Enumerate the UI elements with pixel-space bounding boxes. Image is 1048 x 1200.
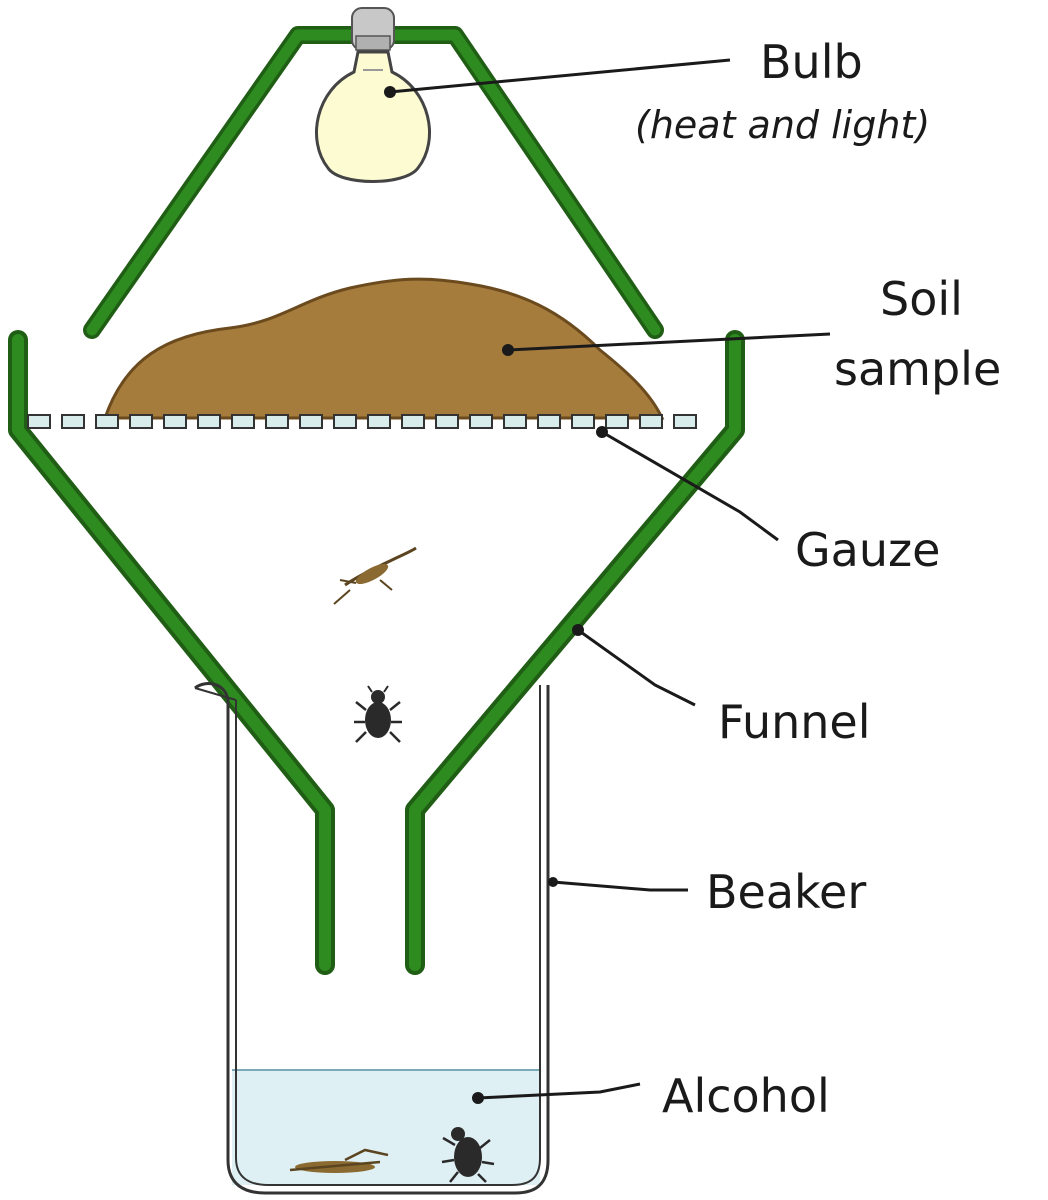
- beaker-label: Beaker: [706, 865, 866, 919]
- gauze-segment: [27, 414, 51, 429]
- gauze-segment: [401, 414, 425, 429]
- funnel-leader: [577, 628, 696, 707]
- gauze-segment: [435, 414, 459, 429]
- gauze-segment: [197, 414, 221, 429]
- gauze-segment: [61, 414, 85, 429]
- larva-icon: [333, 546, 417, 605]
- beaker-leader-dot: [548, 877, 558, 887]
- beetle-in-alcohol-icon: [441, 1127, 495, 1183]
- larva-in-alcohol-icon: [289, 1148, 389, 1173]
- bulb-leader-dot: [384, 86, 396, 98]
- gauze-segment: [367, 414, 391, 429]
- soil-leader: [507, 332, 831, 352]
- beetle-icon: [354, 685, 402, 743]
- gauze-segment: [673, 414, 697, 429]
- gauze-leader-dot: [596, 426, 608, 438]
- gauze-segment: [537, 414, 561, 429]
- funnel-label: Funnel: [718, 695, 871, 749]
- beaker-leader: [552, 880, 688, 892]
- gauze-segment: [265, 414, 289, 429]
- funnel: [8, 330, 745, 975]
- bulb-label: Bulb: [760, 35, 863, 89]
- gauze: [27, 414, 697, 429]
- soil-sample: [102, 277, 665, 420]
- bulb-note-label: (heat and light): [635, 103, 930, 147]
- gauze-segment: [95, 414, 119, 429]
- gauze-leader: [601, 430, 779, 542]
- gauze-segment: [299, 414, 323, 429]
- gauze-segment: [605, 414, 629, 429]
- alcohol-leader-dot: [472, 1092, 484, 1104]
- alcohol-leader: [477, 1082, 641, 1100]
- alcohol-liquid: [232, 1070, 540, 1185]
- gauze-label: Gauze: [795, 523, 940, 577]
- soil-label-line1: Soil: [880, 272, 963, 326]
- beaker: [194, 682, 550, 1195]
- soil-label-line2: sample: [834, 342, 1001, 396]
- gauze-segment: [571, 414, 595, 429]
- gauze-segment: [503, 414, 527, 429]
- gauze-segment: [163, 414, 187, 429]
- gauze-segment: [129, 414, 153, 429]
- gauze-segment: [639, 414, 663, 429]
- gauze-segment: [231, 414, 255, 429]
- gauze-segment: [333, 414, 357, 429]
- bulb-leader: [389, 58, 731, 94]
- gauze-segment: [469, 414, 493, 429]
- soil-leader-dot: [502, 344, 514, 356]
- funnel-leader-dot: [572, 624, 584, 636]
- alcohol-label: Alcohol: [662, 1069, 830, 1123]
- bulb-icon: [315, 7, 431, 183]
